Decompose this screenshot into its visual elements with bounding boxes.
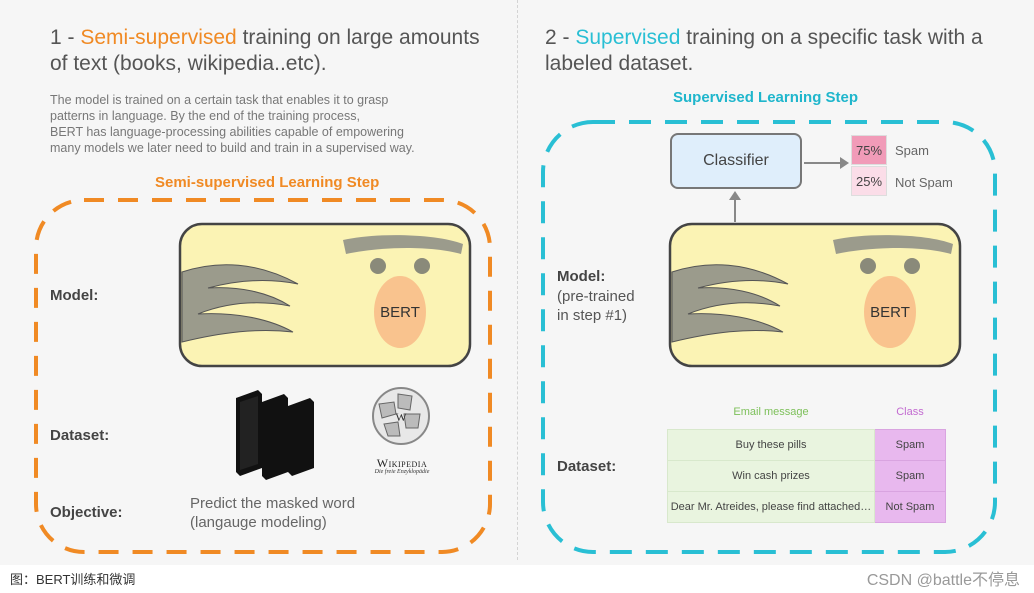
model-sub-line: (pre-trained <box>557 288 635 305</box>
csdn-watermark: CSDN @battle不停息 <box>866 572 1020 589</box>
right-model-sub: (pre-trained in step #1) <box>557 287 635 325</box>
supervised-step-title: Supervised Learning Step <box>673 89 859 106</box>
semi-supervised-dashed-box <box>34 198 492 554</box>
model-sub-line: in step #1) <box>557 307 628 324</box>
bert-model-illustration: BERT <box>178 222 472 368</box>
figure-caption: 图：BERT训练和微调 <box>10 572 136 587</box>
left-heading-rest: training on large amounts <box>236 26 480 49</box>
output-spam-label: Spam <box>895 143 929 158</box>
table-row: Win cash prizes Spam <box>667 460 946 492</box>
class-cell: Spam <box>874 429 946 461</box>
wikipedia-globe-icon: W <box>372 387 430 445</box>
table-header-class: Class <box>896 406 924 418</box>
left-model-label: Model: <box>50 287 99 304</box>
left-heading-line2: of text (books, wikipedia..etc). <box>50 52 327 75</box>
desc-line: The model is trained on a certain task t… <box>50 93 389 107</box>
class-cell: Spam <box>874 460 946 492</box>
email-cell: Buy these pills <box>667 429 875 461</box>
semi-supervised-step-title: Semi-supervised Learning Step <box>155 174 380 191</box>
right-heading-rest: training on a specific task with a <box>680 26 983 49</box>
bert-label: BERT <box>870 304 910 321</box>
dataset-table: Buy these pills Spam Win cash prizes Spa… <box>667 429 946 523</box>
objective-line: Predict the masked word <box>190 495 356 512</box>
objective-line: (langauge modeling) <box>190 514 327 531</box>
output-not-spam-probability: 25% <box>851 166 887 196</box>
supervised-dashed-box <box>541 120 997 554</box>
right-heading: 2 - Supervised training on a specific ta… <box>545 25 983 77</box>
email-cell: Dear Mr. Atreides, please find attached… <box>667 491 875 523</box>
left-heading-highlight: Semi-supervised <box>80 26 237 49</box>
objective-text: Predict the masked word (langauge modeli… <box>190 494 355 532</box>
table-header-email: Email message <box>733 406 809 418</box>
wikipedia-tagline: Die freie Enzyklopädie <box>374 469 430 475</box>
left-heading: 1 - Semi-supervised training on large am… <box>50 25 480 77</box>
panel-divider <box>517 0 518 560</box>
books-icon <box>236 390 314 480</box>
email-cell: Win cash prizes <box>667 460 875 492</box>
right-heading-highlight: Supervised <box>575 26 681 49</box>
classifier-box: Classifier <box>670 133 802 189</box>
output-not-spam-label: Not Spam <box>895 175 953 190</box>
bert-pretrained-illustration: BERT <box>668 222 962 368</box>
right-heading-prefix: 2 - <box>545 26 576 49</box>
desc-line: BERT has language-processing abilities c… <box>50 125 404 139</box>
output-spam-probability: 75% <box>851 135 887 165</box>
left-objective-label: Objective: <box>50 504 123 521</box>
table-row: Dear Mr. Atreides, please find attached…… <box>667 491 946 523</box>
svg-text:W: W <box>395 410 407 424</box>
table-row: Buy these pills Spam <box>667 429 946 461</box>
left-description: The model is trained on a certain task t… <box>50 92 415 156</box>
left-dataset-label: Dataset: <box>50 427 110 444</box>
desc-line: patterns in language. By the end of the … <box>50 109 360 123</box>
left-heading-prefix: 1 - <box>50 26 81 49</box>
right-heading-line2: labeled dataset. <box>545 52 694 75</box>
desc-line: many models we later need to build and t… <box>50 141 415 155</box>
bert-label: BERT <box>380 304 420 321</box>
class-cell: Not Spam <box>874 491 946 523</box>
wikipedia-wordmark: Wikipedia <box>376 456 428 470</box>
right-model-label: Model: <box>557 268 606 285</box>
right-dataset-label: Dataset: <box>557 458 617 475</box>
